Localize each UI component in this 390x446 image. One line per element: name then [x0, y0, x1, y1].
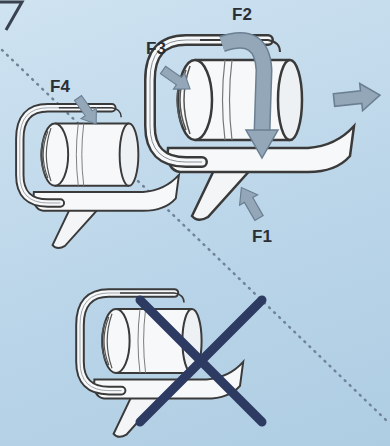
- force-label: F3: [146, 40, 166, 57]
- clip-figure: [20, 108, 179, 248]
- cross-mark: [140, 300, 262, 422]
- force-label: F2: [232, 6, 252, 23]
- force-label: F1: [252, 228, 272, 245]
- force-arrow: [222, 40, 264, 132]
- force-arrow: [157, 62, 195, 97]
- clip-figure: [80, 293, 243, 437]
- force-label: F4: [50, 78, 70, 95]
- force-arrow: [246, 130, 278, 158]
- force-arrow: [70, 93, 104, 130]
- force-arrow: [232, 182, 268, 223]
- force-arrow: [333, 82, 382, 114]
- step-mark: [0, 2, 22, 30]
- force-arrow: [222, 40, 264, 132]
